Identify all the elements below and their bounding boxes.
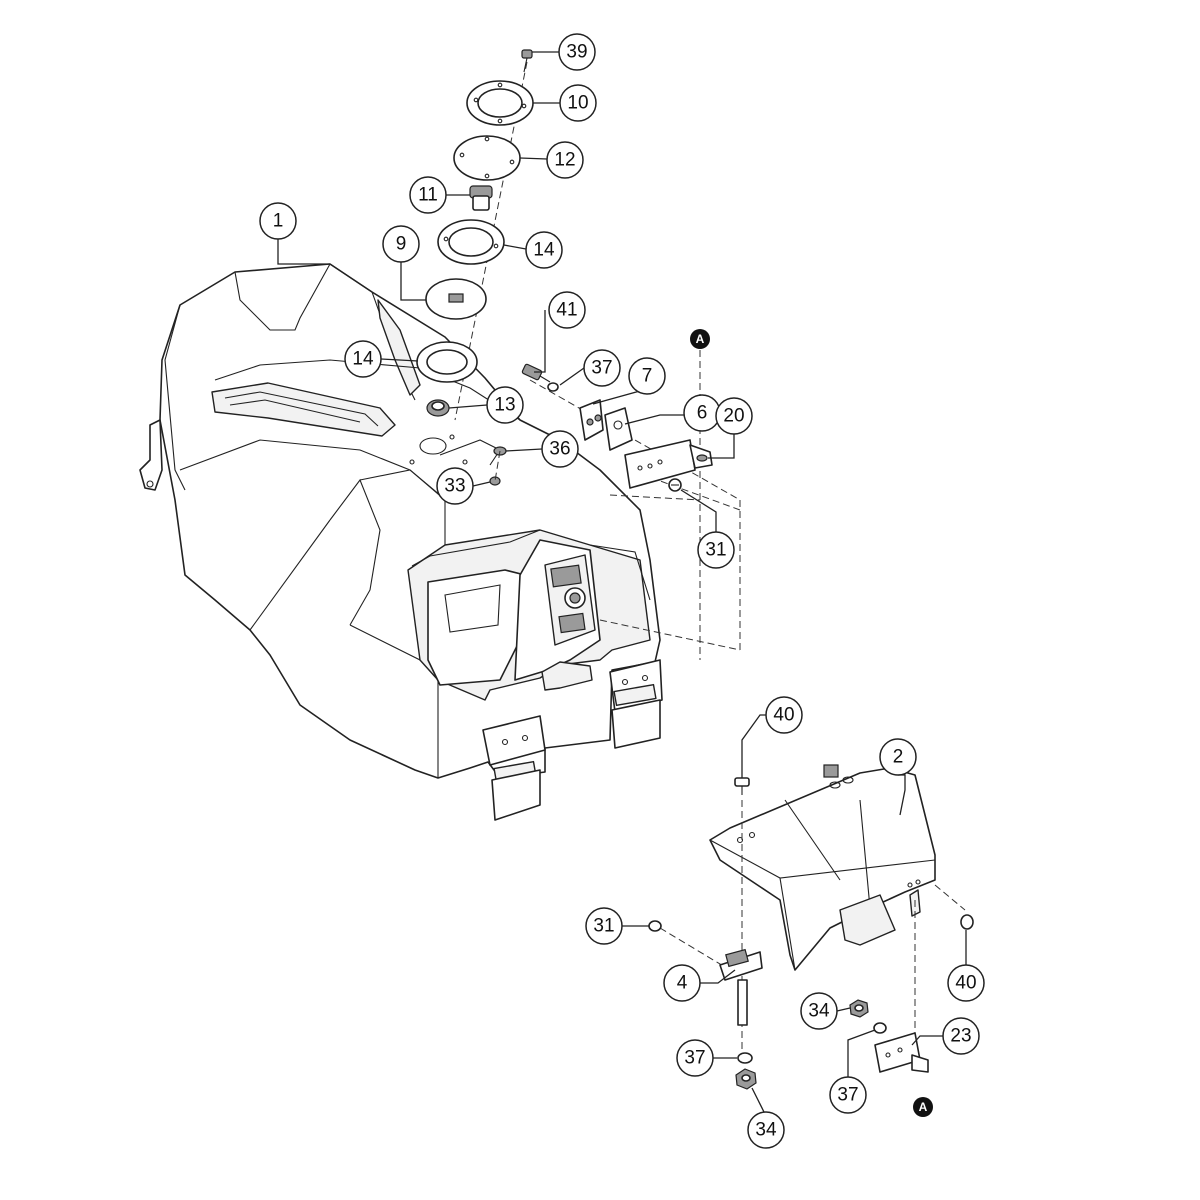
callouts: 39 10 12 11 1 14 9 14 (259, 33, 985, 1149)
callout-9: 9 (382, 225, 420, 263)
reference-mark-a-bottom: A (913, 1097, 933, 1117)
svg-text:1: 1 (273, 211, 284, 232)
bolt-40-right (960, 914, 974, 930)
callout-37-upper: 37 (583, 349, 621, 387)
nut-34-right (849, 999, 869, 1018)
ring-14-upper (437, 219, 505, 265)
washer-37-upper (547, 382, 559, 392)
svg-text:40: 40 (773, 705, 794, 726)
ring-10 (466, 80, 534, 126)
plate-23 (874, 1032, 929, 1073)
washer-37-lower (737, 1052, 753, 1064)
svg-text:37: 37 (684, 1048, 705, 1069)
callout-36: 36 (541, 430, 579, 468)
callout-31-upper: 31 (697, 531, 735, 569)
lid-cover (709, 764, 936, 971)
callout-37-right: 37 (829, 1076, 867, 1114)
svg-text:37: 37 (591, 358, 612, 379)
svg-text:31: 31 (705, 540, 726, 561)
latch-6 (604, 407, 633, 451)
svg-text:9: 9 (396, 234, 407, 255)
callout-20: 20 (715, 397, 753, 435)
callout-33: 33 (436, 467, 474, 505)
bolt-40-upper (734, 777, 750, 795)
svg-text:40: 40 (955, 973, 976, 994)
svg-text:2: 2 (893, 747, 904, 768)
svg-text:12: 12 (554, 150, 575, 171)
reference-marks: A A (690, 329, 933, 1117)
callout-4: 4 (663, 964, 701, 1002)
svg-text:A: A (919, 1100, 928, 1114)
bracket-7 (579, 399, 604, 441)
svg-text:6: 6 (697, 403, 708, 424)
plate-9 (425, 278, 487, 320)
callout-10: 10 (559, 84, 597, 122)
callout-13: 13 (486, 386, 524, 424)
svg-text:34: 34 (808, 1001, 830, 1022)
callout-14-upper: 14 (525, 231, 563, 269)
ring-14-lower (416, 341, 478, 383)
screw-31-lower (648, 920, 662, 932)
svg-text:33: 33 (444, 476, 465, 497)
fitting-11 (469, 185, 493, 211)
callout-7: 7 (628, 357, 666, 395)
grommet-13 (426, 399, 450, 417)
bolt-41 (521, 363, 551, 383)
callout-39: 39 (558, 33, 596, 71)
svg-text:A: A (696, 332, 705, 346)
callout-2: 2 (879, 738, 917, 776)
svg-text:4: 4 (677, 973, 688, 994)
latch-bracket-assembly (521, 350, 741, 660)
callout-11: 11 (409, 176, 447, 214)
svg-text:23: 23 (950, 1026, 971, 1047)
svg-text:10: 10 (567, 93, 588, 114)
nut-33 (489, 476, 501, 486)
callout-6: 6 (683, 394, 721, 432)
washer-37-right (873, 1022, 887, 1034)
reference-mark-a-top: A (690, 329, 710, 349)
svg-text:11: 11 (418, 185, 438, 206)
svg-text:20: 20 (723, 406, 744, 427)
callout-34-right: 34 (800, 992, 838, 1030)
callout-41: 41 (548, 291, 586, 329)
svg-text:7: 7 (642, 366, 653, 387)
plate-20 (624, 439, 713, 489)
body-housing (139, 263, 663, 821)
gasket-12 (453, 135, 521, 181)
svg-text:14: 14 (533, 240, 555, 261)
svg-text:36: 36 (549, 439, 570, 460)
screw-31-upper (668, 478, 682, 492)
callout-23: 23 (942, 1017, 980, 1055)
callout-12: 12 (546, 141, 584, 179)
screw-39 (521, 49, 533, 73)
callout-31-lower: 31 (585, 907, 623, 945)
svg-text:31: 31 (593, 916, 614, 937)
callout-40-right: 40 (947, 964, 985, 1002)
svg-text:41: 41 (556, 300, 577, 321)
svg-text:37: 37 (837, 1085, 858, 1106)
leader-lines (277, 51, 967, 1113)
svg-text:34: 34 (755, 1120, 777, 1141)
hinge-4 (719, 948, 763, 981)
nut-34-lower (735, 1068, 757, 1090)
fuel-cap-assembly (416, 49, 534, 486)
callout-1: 1 (259, 202, 297, 240)
svg-text:39: 39 (566, 42, 587, 63)
callout-40-upper: 40 (765, 696, 803, 734)
callout-37-lower: 37 (676, 1039, 714, 1077)
callout-14-lower: 14 (344, 340, 382, 378)
callout-34-lower: 34 (747, 1111, 785, 1149)
svg-text:14: 14 (352, 349, 374, 370)
svg-text:13: 13 (494, 395, 515, 416)
